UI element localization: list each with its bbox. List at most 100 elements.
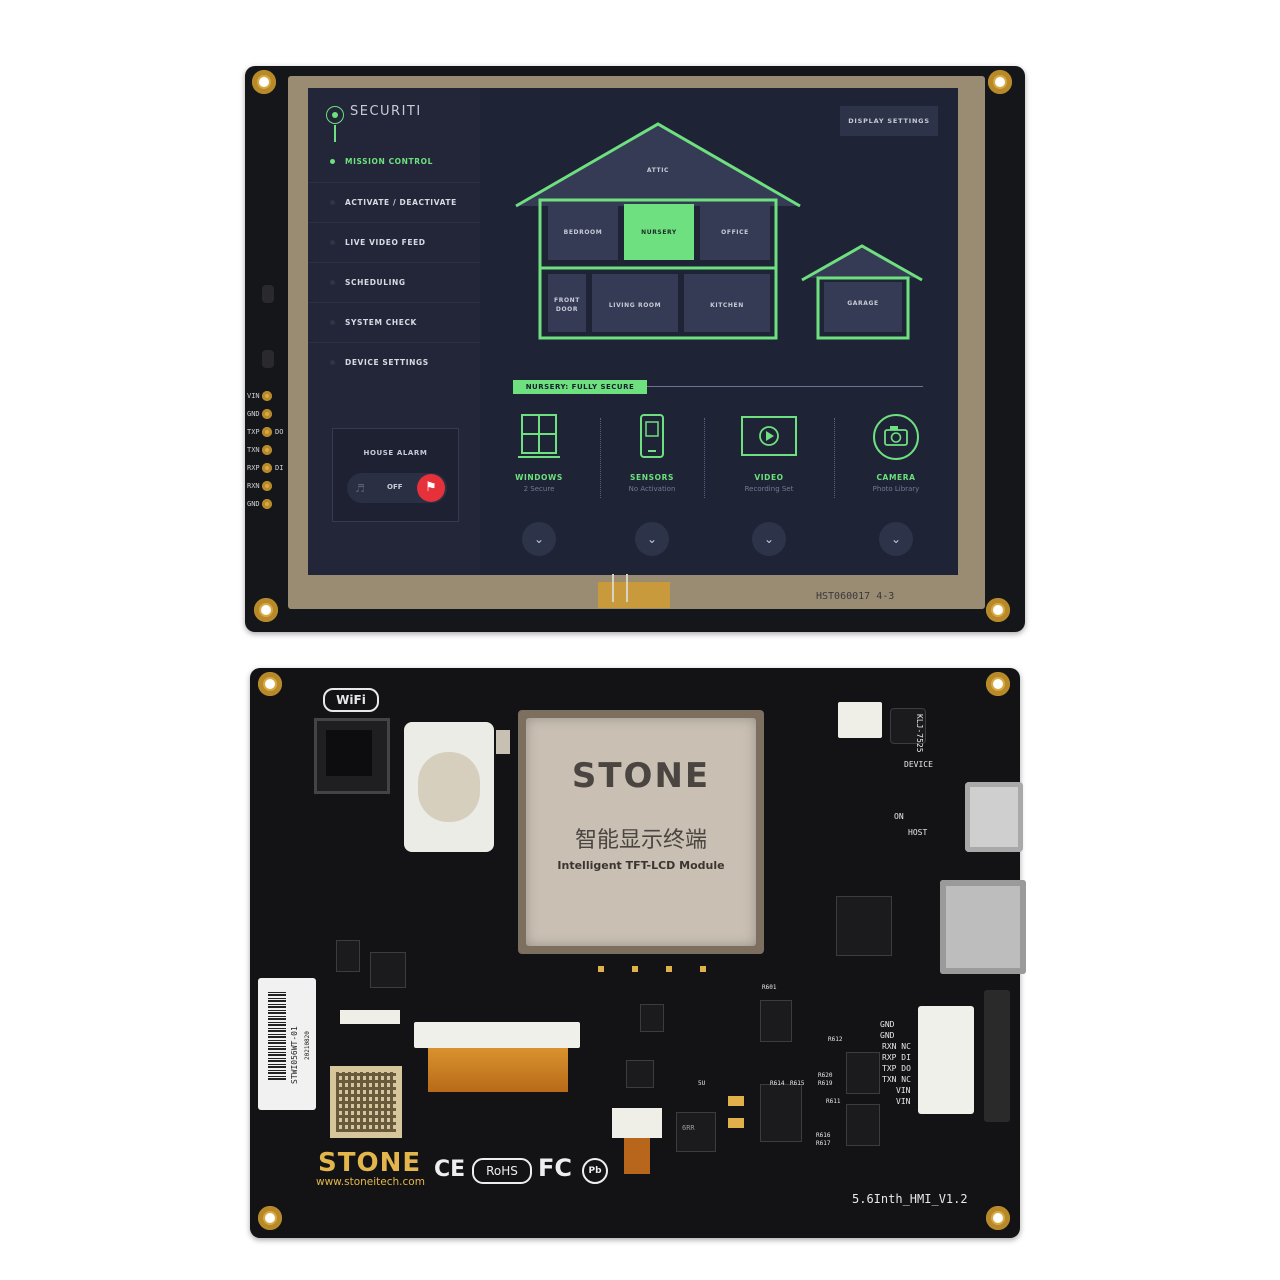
pin-header bbox=[984, 990, 1010, 1122]
display-settings-button[interactable]: DISPLAY SETTINGS bbox=[840, 106, 938, 136]
board-version: 5.6Inth_HMI_V1.2 bbox=[852, 1192, 968, 1206]
nav-dot-icon bbox=[330, 360, 335, 365]
alarm-toggle[interactable]: ♬ OFF ⚑ bbox=[347, 473, 447, 503]
nav-item-live-video-feed[interactable]: LIVE VIDEO FEED bbox=[308, 222, 480, 263]
stone-logo: STONE bbox=[318, 1148, 422, 1178]
window-icon bbox=[518, 414, 560, 458]
wifi-badge: WiFi bbox=[323, 688, 379, 712]
pin-pad bbox=[262, 409, 272, 419]
video-play-icon bbox=[741, 416, 797, 456]
nav-dot-icon bbox=[330, 159, 335, 164]
chevron-down-icon[interactable]: ⌄ bbox=[635, 522, 669, 556]
nav-dot-icon bbox=[330, 200, 335, 205]
room-label: NURSERY bbox=[641, 229, 677, 236]
silk-pin-label: VIN bbox=[896, 1086, 911, 1095]
smd-pad bbox=[666, 966, 672, 972]
ic-chip bbox=[640, 1004, 664, 1032]
nav-item-mission-control[interactable]: MISSION CONTROL bbox=[308, 142, 480, 182]
device-camera[interactable]: CAMERA Photo Library bbox=[841, 413, 951, 493]
nav-item-scheduling[interactable]: SCHEDULING bbox=[308, 262, 480, 303]
device-name: SENSORS bbox=[630, 473, 674, 482]
room-label: LIVING ROOM bbox=[609, 302, 661, 309]
ic-chip bbox=[760, 1084, 802, 1142]
stone-url: www.stoneitech.com bbox=[316, 1176, 425, 1188]
nav-item-device-settings[interactable]: DEVICE SETTINGS bbox=[308, 342, 480, 383]
ic-chip bbox=[626, 1060, 654, 1088]
nav-item-system-check[interactable]: SYSTEM CHECK bbox=[308, 302, 480, 343]
ce-mark: CE bbox=[434, 1157, 466, 1182]
small-connector bbox=[612, 1108, 662, 1138]
house-alarm-card: HOUSE ALARM ♬ OFF ⚑ bbox=[332, 428, 459, 522]
rohs-mark: RoHS bbox=[472, 1158, 532, 1184]
mounting-hole bbox=[986, 672, 1010, 696]
mounting-hole bbox=[258, 672, 282, 696]
fpc-ribbon bbox=[428, 1048, 568, 1092]
fc-mark: FC bbox=[538, 1154, 573, 1182]
pin-pad bbox=[262, 499, 272, 509]
processor-lid bbox=[526, 718, 756, 946]
room-label: DOOR bbox=[556, 306, 578, 313]
mounting-hole bbox=[988, 70, 1012, 94]
nav-item-activate-deactivate[interactable]: ACTIVATE / DEACTIVATE bbox=[308, 182, 480, 223]
panel-serial: HST060017 4-3 bbox=[816, 591, 895, 602]
mounting-hole bbox=[254, 598, 278, 622]
ic-chip bbox=[370, 952, 406, 988]
pin-pad bbox=[262, 481, 272, 491]
usb-port bbox=[965, 782, 1023, 852]
room-bedroom[interactable] bbox=[548, 204, 618, 260]
silk-label: R620 bbox=[818, 1072, 833, 1079]
ic-chip bbox=[836, 896, 892, 956]
smd-component bbox=[728, 1118, 744, 1128]
chevron-down-icon[interactable]: ⌄ bbox=[752, 522, 786, 556]
silk-label: DEVICE bbox=[904, 760, 933, 769]
room-front-door[interactable] bbox=[548, 274, 586, 332]
silk-label: R615 bbox=[790, 1080, 805, 1087]
device-video[interactable]: VIDEO Recording Set bbox=[714, 413, 824, 493]
sidebar: SECURITI MISSION CONTROL ACTIVATE / DEAC… bbox=[308, 88, 480, 575]
main-roof bbox=[516, 124, 800, 206]
device-status: No Activation bbox=[628, 485, 676, 493]
room-office[interactable] bbox=[700, 204, 770, 260]
smd-pad bbox=[700, 966, 706, 972]
signal-icon bbox=[326, 106, 344, 124]
room-kitchen[interactable] bbox=[684, 274, 770, 332]
nav-dot-icon bbox=[330, 280, 335, 285]
status-badge: NURSERY: FULLY SECURE bbox=[513, 380, 647, 394]
board-component bbox=[262, 285, 274, 303]
ic-chip bbox=[760, 1000, 792, 1042]
mounting-hole bbox=[252, 70, 276, 94]
barcode bbox=[268, 990, 286, 1080]
room-living-room[interactable] bbox=[592, 274, 678, 332]
device-windows[interactable]: WINDOWS 2 Secure bbox=[484, 413, 594, 493]
bell-icon[interactable]: ⚑ bbox=[417, 474, 445, 502]
device-divider bbox=[704, 418, 705, 498]
smd-component bbox=[728, 1096, 744, 1106]
silk-pin-label: RXN NC bbox=[882, 1042, 911, 1051]
device-status: 2 Secure bbox=[523, 485, 555, 493]
silk-pin-label: GND bbox=[880, 1020, 895, 1029]
pin-label: TXP bbox=[247, 428, 260, 436]
device-divider bbox=[834, 418, 835, 498]
nav-dot-icon bbox=[330, 320, 335, 325]
room-label: ATTIC bbox=[647, 167, 669, 174]
room-label: OFFICE bbox=[721, 229, 749, 236]
device-sensors[interactable]: SENSORS No Activation bbox=[597, 413, 707, 493]
sticker-date: 20210820 bbox=[304, 1031, 311, 1060]
silk-label: R617 bbox=[816, 1140, 831, 1147]
nav-label: ACTIVATE / DEACTIVATE bbox=[345, 198, 457, 207]
chevron-down-icon[interactable]: ⌄ bbox=[879, 522, 913, 556]
room-nursery[interactable] bbox=[624, 204, 694, 260]
chip-brand: STONE bbox=[571, 756, 711, 796]
silk-label: R601 bbox=[762, 984, 777, 991]
silk-label: KLJ-7525 bbox=[915, 714, 924, 753]
chevron-down-icon[interactable]: ⌄ bbox=[522, 522, 556, 556]
board-component bbox=[262, 350, 274, 368]
silk-label: 5U bbox=[698, 1080, 706, 1087]
chip-subtitle: Intelligent TFT-LCD Module bbox=[557, 859, 725, 872]
silk-label: R616 bbox=[816, 1132, 831, 1139]
room-garage[interactable] bbox=[824, 282, 902, 332]
battery-holder bbox=[404, 722, 494, 852]
silk-pin-label: RXP DI bbox=[882, 1053, 911, 1062]
silk-pin-label: TXN NC bbox=[882, 1075, 911, 1084]
pin-label: RXN bbox=[247, 482, 260, 490]
